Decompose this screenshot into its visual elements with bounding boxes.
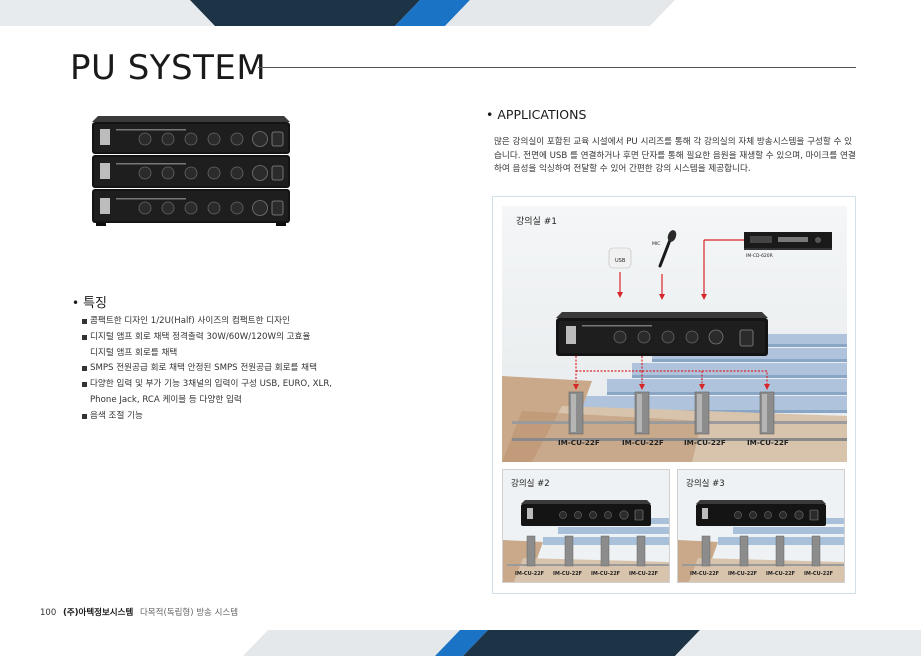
speaker-label: IM-CU-22F [684,438,726,447]
features-heading-text: 특징 [83,296,107,311]
speaker-label: IM-CU-22F [804,571,834,577]
feature-item: SMPS 전원공급 회로 채택 안정된 SMPS 전원공급 회로를 채택 [82,361,422,377]
page-title: PU SYSTEM [70,48,267,88]
mic-label: MIC [652,242,661,247]
lecture-room-1-diagram: 강의실 #1 USB MIC IM-CD-620R IM-CU-22F IM-C… [502,206,847,462]
page-footer: 100 (주)아텍정보시스템 다목적(독립형) 방송 시스템 [40,606,238,618]
speaker-column-icon [775,535,785,567]
speaker-label: IM-CU-22F [515,571,545,577]
feature-item: 콤팩트한 디자인 1/2U(Half) 사이즈의 컴팩트한 디자인 [82,314,422,330]
bullet-dot-icon: • [486,107,498,122]
company-name: (주)아텍정보시스템 [62,608,134,618]
microphone-icon [658,230,677,268]
amplifier-icon [696,500,826,526]
feature-item: 음색 조절 기능 [82,409,422,425]
speaker-column-icon [564,535,574,567]
usb-icon [608,247,632,269]
applications-heading: • APPLICATIONS [486,107,586,122]
speaker-label: IM-CU-22F [728,571,758,577]
speaker-column-icon [701,535,711,567]
feature-item-continued-text: Phone Jack, RCA 케이블 등 다양한 입력 [90,394,242,405]
feature-item-continued-text: 디지털 앰프 회로를 채택 [90,347,178,358]
speaker-label: IM-CU-22F [591,571,621,577]
title-divider [258,67,856,68]
feature-item: 디지털 앰프 회로 채택 정격출력 30W/60W/120W의 고효율 [82,330,422,346]
feature-item-continued: Phone Jack, RCA 케이블 등 다양한 입력 [82,393,422,409]
feature-item-continued: 디지털 앰프 회로를 채택 [82,346,422,362]
amplifier-unit-middle [92,155,290,188]
usb-label: USB [615,258,626,264]
speaker-column-icon [526,535,536,567]
speaker-label: IM-CU-22F [629,571,659,577]
features-heading: •특징 [72,292,107,311]
speaker-column-icon [811,535,821,567]
footer-subtitle: 다목적(독립형) 방송 시스템 [139,608,239,618]
feature-item: 다양한 입력 및 부가 기능 3채널의 입력이 구성 USB, EURO, XL… [82,377,422,393]
room-1-label: 강의실 #1 [516,217,557,227]
page-number: 100 [40,608,57,618]
applications-description: 많은 강의실이 포함된 교육 시설에서 PU 시리즈를 통해 각 강의실의 자체… [494,137,856,175]
speaker-label: IM-CU-22F [766,571,796,577]
speaker-label: IM-CU-22F [747,438,789,447]
header-band [0,0,921,26]
amplifier-icon [521,500,651,526]
speaker-column-icon [600,535,610,567]
room-3-label: 강의실 #3 [686,479,725,489]
cd-player-icon [744,232,832,250]
footer-band [0,630,921,656]
lecture-room-2-diagram: 강의실 #2 IM-CU-22F IM-CU-22F IM-CU-22F IM-… [502,469,670,583]
bullet-dot-icon: • [72,296,80,310]
speaker-label: IM-CU-22F [622,438,664,447]
speaker-label: IM-CU-22F [558,438,600,447]
amplifier-unit-bottom [92,189,290,226]
product-image-amplifier-stack [88,108,294,230]
speaker-label: IM-CU-22F [690,571,720,577]
speaker-label: IM-CU-22F [553,571,583,577]
amplifier-icon [556,312,768,356]
speaker-column-icon [739,535,749,567]
applications-heading-text: APPLICATIONS [497,107,587,122]
lecture-room-3-diagram: 강의실 #3 IM-CU-22F IM-CU-22F IM-CU-22F IM-… [677,469,845,583]
features-list: 콤팩트한 디자인 1/2U(Half) 사이즈의 컴팩트한 디자인 디지털 앰프… [82,314,422,425]
amplifier-unit-top [92,116,290,154]
speaker-column-icon [636,535,646,567]
room-2-label: 강의실 #2 [511,479,550,489]
cd-player-label: IM-CD-620R [746,254,773,259]
